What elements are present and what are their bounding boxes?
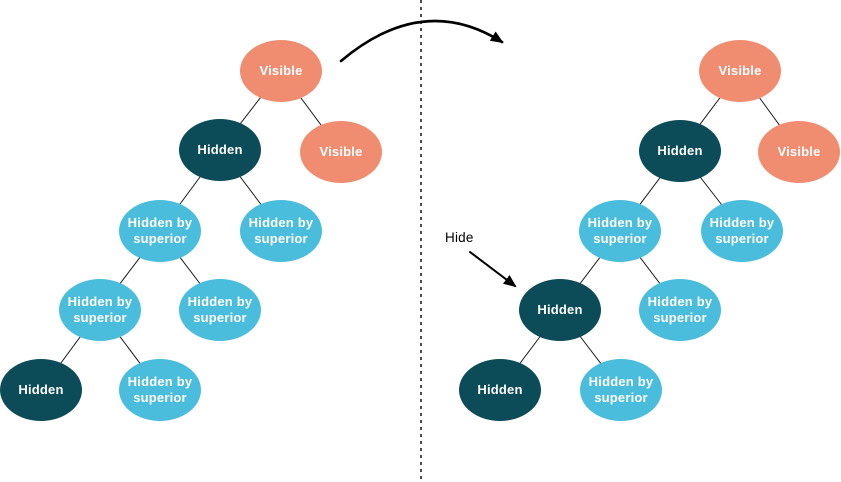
left-tree-node-hbs-2: Hidden by superior — [240, 200, 322, 262]
hide-arrow — [469, 251, 517, 288]
right-tree-node-hbs-3: Hidden by superior — [639, 279, 721, 341]
transition-arrow — [339, 19, 504, 63]
hide-label: Hide — [445, 230, 474, 245]
right-tree-node-newly-hidden: Hidden — [519, 279, 601, 341]
left-tree-node-root: Visible — [240, 40, 322, 102]
left-tree-node-hbs-1: Hidden by superior — [119, 200, 201, 262]
right-tree-node-hbs-4: Hidden by superior — [580, 359, 662, 421]
right-tree-node-visible-child: Visible — [758, 121, 840, 183]
right-tree-node-root: Visible — [699, 40, 781, 102]
left-tree-node-hbs-4: Hidden by superior — [179, 279, 261, 341]
right-tree-node-hidden-leaf: Hidden — [459, 359, 541, 421]
right-tree-node-hbs-2: Hidden by superior — [701, 200, 783, 262]
left-tree-node-hidden-leaf: Hidden — [0, 359, 82, 421]
left-tree-node-hbs-5: Hidden by superior — [119, 359, 201, 421]
left-tree-node-visible-child: Visible — [300, 121, 382, 183]
left-tree-node-hidden: Hidden — [179, 119, 261, 181]
right-tree-node-hbs-1: Hidden by superior — [579, 200, 661, 262]
left-tree-node-hbs-3: Hidden by superior — [59, 279, 141, 341]
right-tree-node-hidden: Hidden — [639, 120, 721, 182]
